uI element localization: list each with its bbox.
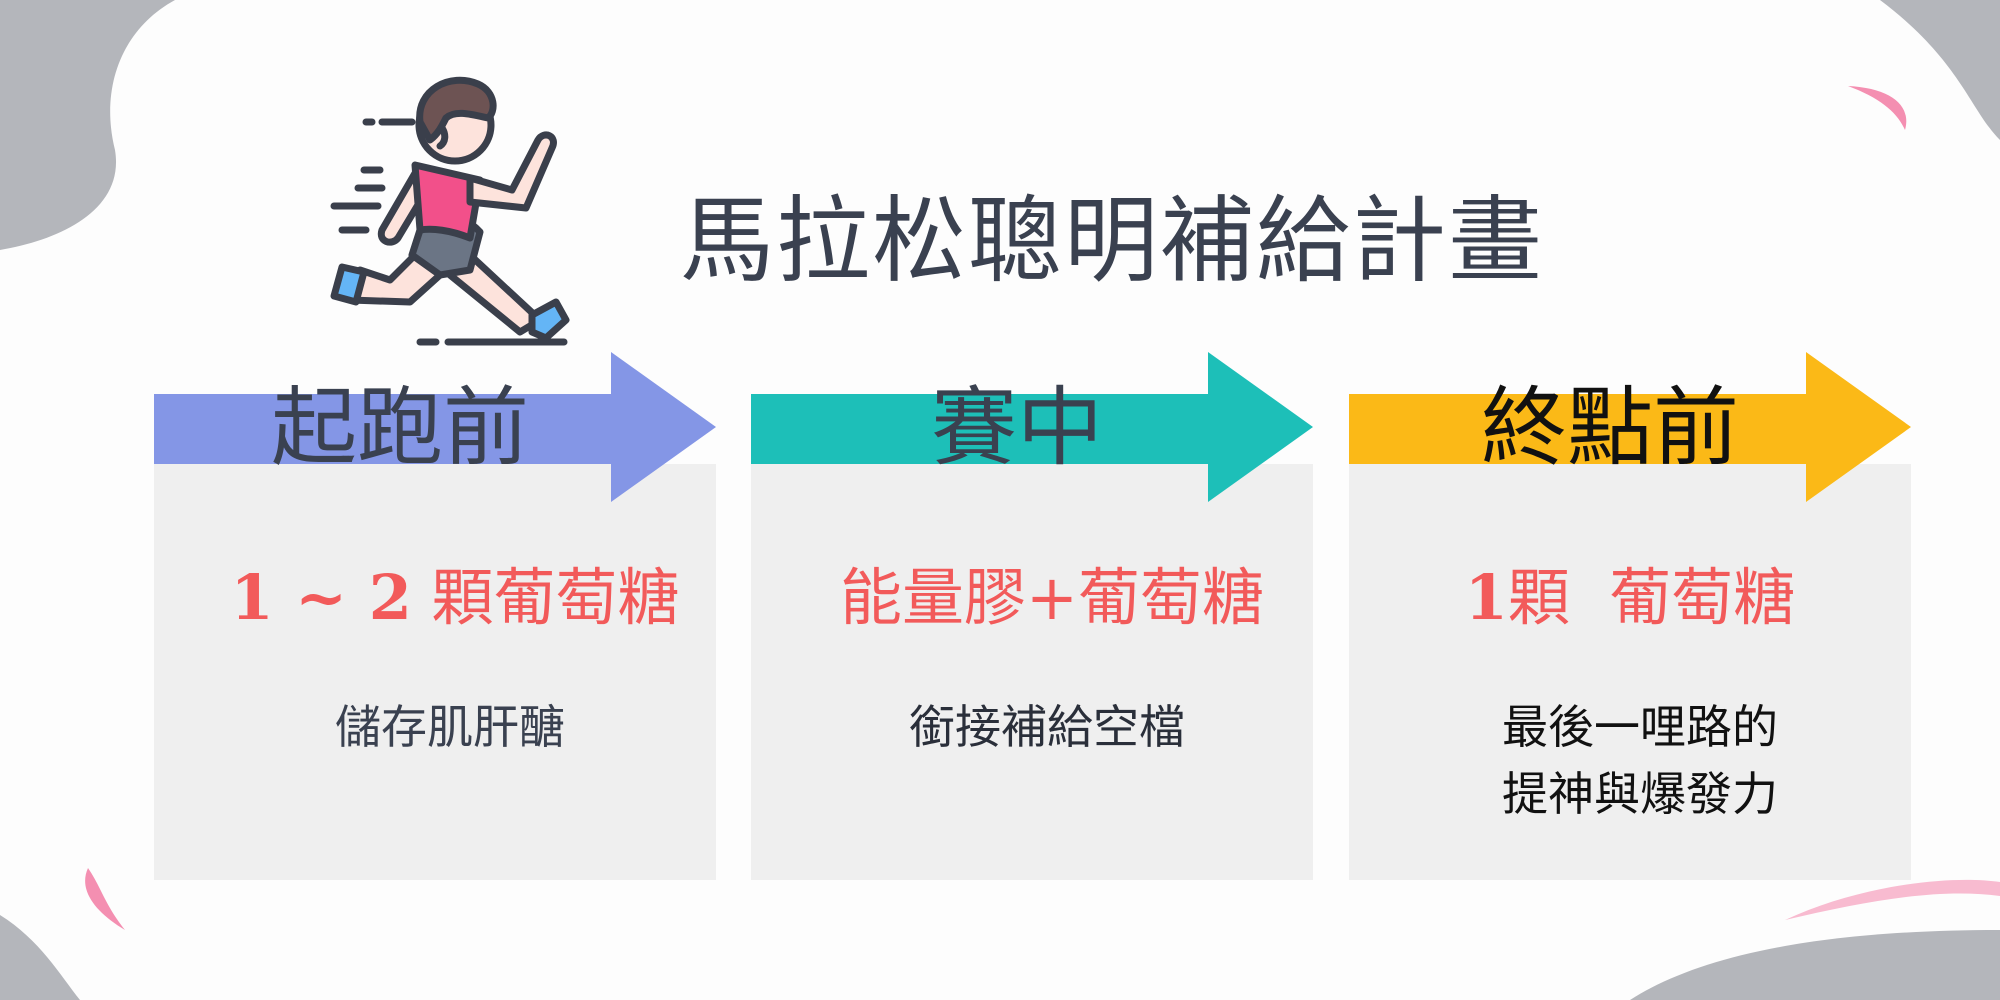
gray-blob-bottom-left <box>0 915 80 1000</box>
pink-swoosh-bottom-right <box>1785 879 2000 920</box>
stage-panel <box>1349 464 1911 880</box>
stage-label: 起跑前 <box>271 378 529 478</box>
stage-card-before-finish: 終點前 1顆 葡萄糖 最後一哩路的 提神與爆發力 <box>1349 352 1911 880</box>
stage-arrow <box>154 352 716 502</box>
gray-blob-top-right <box>1880 0 2000 140</box>
running-man-icon <box>330 76 570 346</box>
gray-blob-bottom-right <box>1630 930 2000 1000</box>
supplement-amount: 1 ~ 2 顆葡萄糖 <box>154 567 716 629</box>
purpose-line: 提神與爆發力 <box>1502 766 1778 821</box>
stage-arrow <box>1349 352 1911 502</box>
supplement-purpose: 銜接補給空檔 <box>751 694 1313 761</box>
supplement-amount: 1顆 葡萄糖 <box>1349 567 1911 629</box>
supplement-number: 1 ~ 2 <box>230 561 412 634</box>
stage-card-mid-race: 賽中 能量膠+葡萄糖 銜接補給空檔 <box>751 352 1313 880</box>
supplement-number: 1 <box>1464 561 1508 634</box>
stage-card-before-race: 起跑前 1 ~ 2 顆葡萄糖 儲存肌肝醣 <box>154 352 716 880</box>
supplement-purpose: 儲存肌肝醣 <box>154 694 716 761</box>
pink-leaf-top-right <box>1848 86 1907 130</box>
stage-label: 終點前 <box>1481 378 1739 478</box>
purpose-line: 儲存肌肝醣 <box>335 700 565 754</box>
page-title: 馬拉松聰明補給計畫 <box>680 187 1545 296</box>
supplement-text: 能量膠+葡萄糖 <box>840 561 1264 634</box>
stage-arrow <box>751 352 1313 502</box>
supplement-text: 顆 葡萄糖 <box>1507 561 1796 634</box>
purpose-line: 最後一哩路的 <box>1502 700 1778 754</box>
pink-leaf-bottom-left <box>85 868 125 930</box>
supplement-amount: 能量膠+葡萄糖 <box>751 567 1313 629</box>
stage-panel <box>154 464 716 880</box>
supplement-purpose: 最後一哩路的 提神與爆發力 <box>1349 694 1911 827</box>
gray-blob-top-left <box>0 0 175 250</box>
purpose-line: 銜接補給空檔 <box>909 700 1185 754</box>
supplement-text: 顆葡萄糖 <box>411 561 680 634</box>
stage-panel <box>751 464 1313 880</box>
stage-label: 賽中 <box>931 378 1103 478</box>
